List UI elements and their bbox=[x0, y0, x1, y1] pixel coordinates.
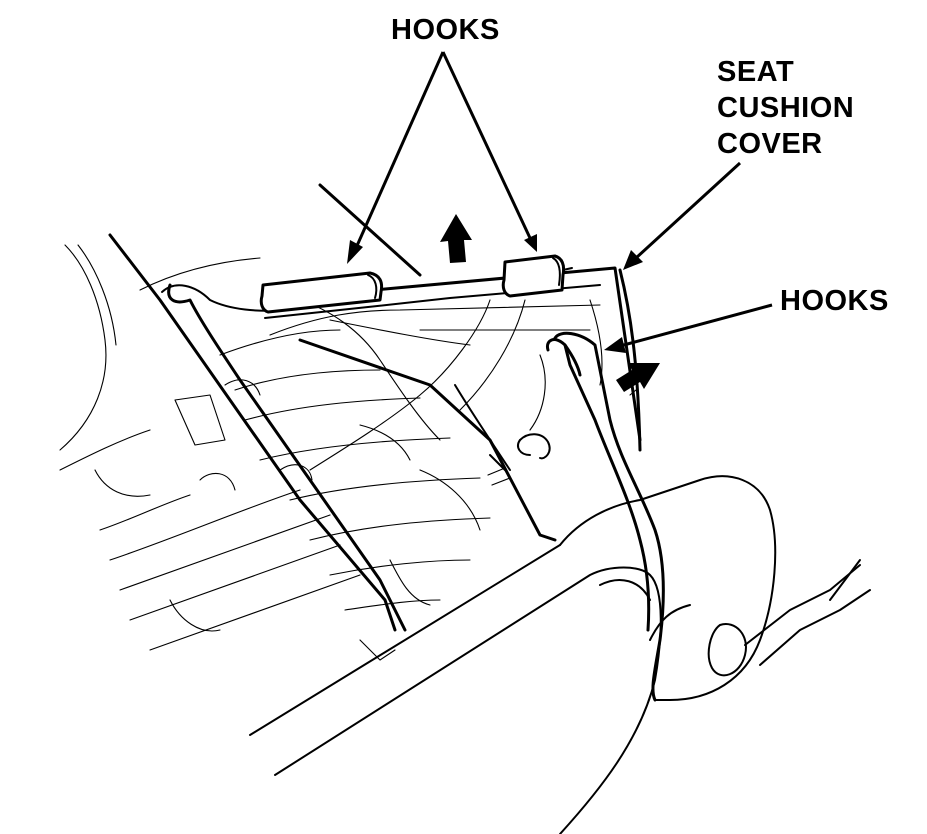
label-hooks-right: HOOKS bbox=[780, 285, 889, 317]
seat-frame-wire-left bbox=[108, 183, 557, 632]
leader-lines bbox=[347, 51, 773, 353]
leader-seat-cover bbox=[634, 161, 742, 260]
seat-cushion-front bbox=[249, 544, 662, 834]
leader-hooks-left bbox=[354, 51, 445, 249]
hooks-top bbox=[259, 254, 573, 314]
arrowhead-icon bbox=[524, 234, 537, 252]
arrowhead-icon bbox=[604, 337, 626, 353]
label-seat-cushion-cover-line-1: SEAT bbox=[717, 56, 795, 88]
diagonal-arrow-icon bbox=[616, 363, 660, 392]
leader-hooks-right-side bbox=[619, 303, 773, 348]
leader-hooks-right bbox=[441, 51, 532, 239]
up-arrow-icon bbox=[440, 214, 472, 263]
hook-left bbox=[259, 271, 384, 314]
hook-right bbox=[501, 254, 566, 298]
label-hooks-top: HOOKS bbox=[391, 14, 500, 46]
hook-bracket-right bbox=[517, 331, 665, 702]
label-seat-cushion-cover: SEAT CUSHION COVER bbox=[717, 54, 854, 162]
seat-frame-background bbox=[59, 244, 603, 661]
side-trim-panel bbox=[559, 475, 871, 701]
arrowhead-icon bbox=[347, 240, 363, 264]
direction-arrows bbox=[440, 214, 660, 396]
label-seat-cushion-cover-line-2: CUSHION bbox=[717, 92, 855, 124]
label-seat-cushion-cover-line-3: COVER bbox=[717, 128, 823, 160]
arrowhead-icon bbox=[623, 250, 643, 270]
